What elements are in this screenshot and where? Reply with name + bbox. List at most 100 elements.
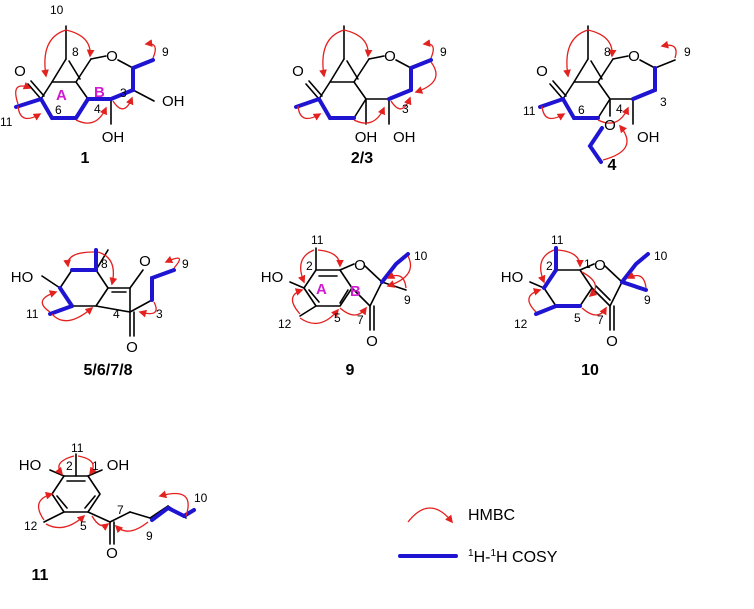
atom-label: HO [261, 269, 284, 286]
compound-11-labels: HO OH O 11 2 1 7 10 12 5 9 11 [19, 441, 208, 584]
atom-label: OH [162, 93, 185, 110]
compound-10-labels: HO O O 11 2 1 10 9 12 5 7 10 [501, 233, 668, 379]
atom-label: O [139, 253, 151, 270]
atom-number: 10 [194, 491, 208, 505]
atom-label: HO [11, 269, 34, 286]
atom-label: OH [107, 457, 130, 474]
atom-number: 9 [404, 293, 411, 307]
atom-label: O [606, 333, 618, 350]
compound-5-8-labels: HO O O 8 9 11 3 4 5/6/7/8 [11, 253, 189, 379]
atom-label: O [292, 63, 304, 80]
compound-1-hmbc [15, 29, 156, 124]
compound-4-hmbc [541, 29, 677, 161]
atom-number: 9 [440, 45, 447, 59]
atom-number: 3 [120, 86, 127, 100]
atom-number: 9 [162, 45, 169, 59]
compound-5-8-hmbc [41, 251, 181, 322]
atom-number: 7 [597, 313, 604, 327]
compound-9-hmbc [291, 249, 412, 325]
compound-1: O O OH OH 10 8 9 6 4 3 11 A B 1 [0, 3, 185, 167]
legend-hmbc-arrow [407, 507, 453, 524]
compound-4: O O O OH 8 9 11 6 3 4 4 [523, 25, 691, 174]
atom-number: 11 [26, 307, 39, 321]
atom-label: O [126, 339, 138, 356]
atom-number: 4 [113, 307, 120, 321]
atom-number: 2 [66, 459, 73, 473]
atom-number: 5 [574, 311, 581, 325]
atom-number: 9 [644, 293, 651, 307]
compound-5-8-cosy [48, 248, 176, 316]
atom-number: 11 [311, 233, 324, 247]
atom-number: 5 [334, 311, 341, 325]
compound-10: HO O O 11 2 1 10 9 12 5 7 10 [501, 233, 668, 379]
atom-number: 7 [117, 503, 124, 517]
legend-cosy-sup-a: 1 [468, 548, 474, 559]
compound-11-hmbc [37, 455, 189, 534]
atom-label: O [594, 257, 606, 274]
atom-number: 7 [357, 313, 364, 327]
compound-label: 2/3 [351, 150, 373, 167]
ring-label: B [94, 84, 105, 101]
compound-1-cosy [14, 58, 155, 120]
atom-label: OH [393, 129, 416, 146]
compound-2-3-hmbc [297, 29, 437, 124]
compound-label: 5/6/7/8 [84, 362, 133, 379]
compound-10-hmbc [528, 249, 647, 316]
atom-label: O [106, 545, 118, 562]
legend-hmbc-label: HMBC [468, 507, 515, 524]
atom-number: 5 [80, 519, 87, 533]
compound-1-labels: O O OH OH 10 8 9 6 4 3 11 A B 1 [0, 3, 185, 167]
ring-label: B [350, 283, 361, 300]
compound-10-cosy [534, 246, 650, 316]
atom-number: 11 [523, 104, 536, 118]
atom-label: O [106, 48, 118, 65]
legend-cosy-sup-b: 1 [490, 548, 496, 559]
ring-label: A [56, 87, 67, 104]
compound-5-8: HO O O 8 9 11 3 4 5/6/7/8 [11, 248, 189, 379]
compound-2-3-labels: O O OH OH 9 3 2/3 [292, 45, 447, 167]
compound-label: 10 [581, 362, 599, 379]
atom-number: 11 [551, 233, 564, 247]
atom-label: OH [102, 129, 125, 146]
atom-label: O [628, 48, 640, 65]
compound-4-labels: O O O OH 8 9 11 6 3 4 4 [523, 45, 691, 174]
atom-label: O [354, 257, 366, 274]
atom-number: 3 [156, 307, 163, 321]
atom-number: 9 [684, 45, 691, 59]
atom-number: 12 [514, 317, 528, 331]
atom-number: 11 [0, 115, 13, 129]
atom-number: 10 [654, 249, 668, 263]
legend: HMBC 1H-1H COSY [398, 507, 558, 566]
atom-label: O [384, 48, 396, 65]
atom-number: 2 [546, 259, 553, 273]
atom-number: 11 [71, 441, 84, 455]
atom-number: 6 [578, 103, 585, 117]
compound-4-cosy [538, 66, 657, 164]
atom-number: 12 [278, 317, 292, 331]
atom-label: O [14, 63, 26, 80]
compound-label: 4 [608, 157, 617, 174]
legend-cosy-h1: H- [474, 549, 491, 566]
atom-number: 10 [50, 3, 64, 17]
atom-number: 2 [306, 259, 313, 273]
atom-number: 3 [402, 102, 409, 116]
atom-label: O [536, 63, 548, 80]
atom-number: 4 [616, 102, 623, 116]
atom-number: 9 [146, 529, 153, 543]
atom-label: OH [355, 129, 378, 146]
compound-label: 1 [81, 150, 90, 167]
atom-number: 8 [604, 45, 611, 59]
atom-number: 8 [101, 257, 108, 271]
atom-number: 4 [94, 102, 101, 116]
compound-2-3-cosy [294, 58, 433, 120]
compound-9-bonds [289, 247, 407, 331]
atom-number: 12 [24, 519, 38, 533]
atom-number: 10 [414, 249, 428, 263]
atom-number: 3 [660, 95, 667, 109]
atom-number: 9 [182, 257, 189, 271]
compound-2-3: O O OH OH 9 3 2/3 [292, 25, 447, 167]
atom-label: O [604, 117, 616, 134]
legend-cosy-label: 1H-1H COSY [468, 548, 558, 566]
compound-9: HO O O 11 2 10 9 12 5 7 A B 9 [261, 233, 428, 379]
